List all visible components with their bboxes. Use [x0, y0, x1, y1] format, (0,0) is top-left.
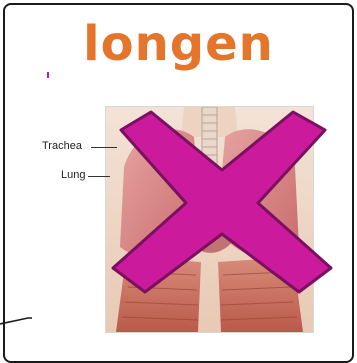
trachea-label: Trachea: [42, 140, 82, 153]
corner-line: [0, 316, 32, 326]
text-cursor-mark: [47, 72, 49, 78]
x-mark-icon: [103, 108, 341, 298]
lung-label: Lung: [61, 169, 85, 182]
word-title: longen: [0, 14, 357, 74]
